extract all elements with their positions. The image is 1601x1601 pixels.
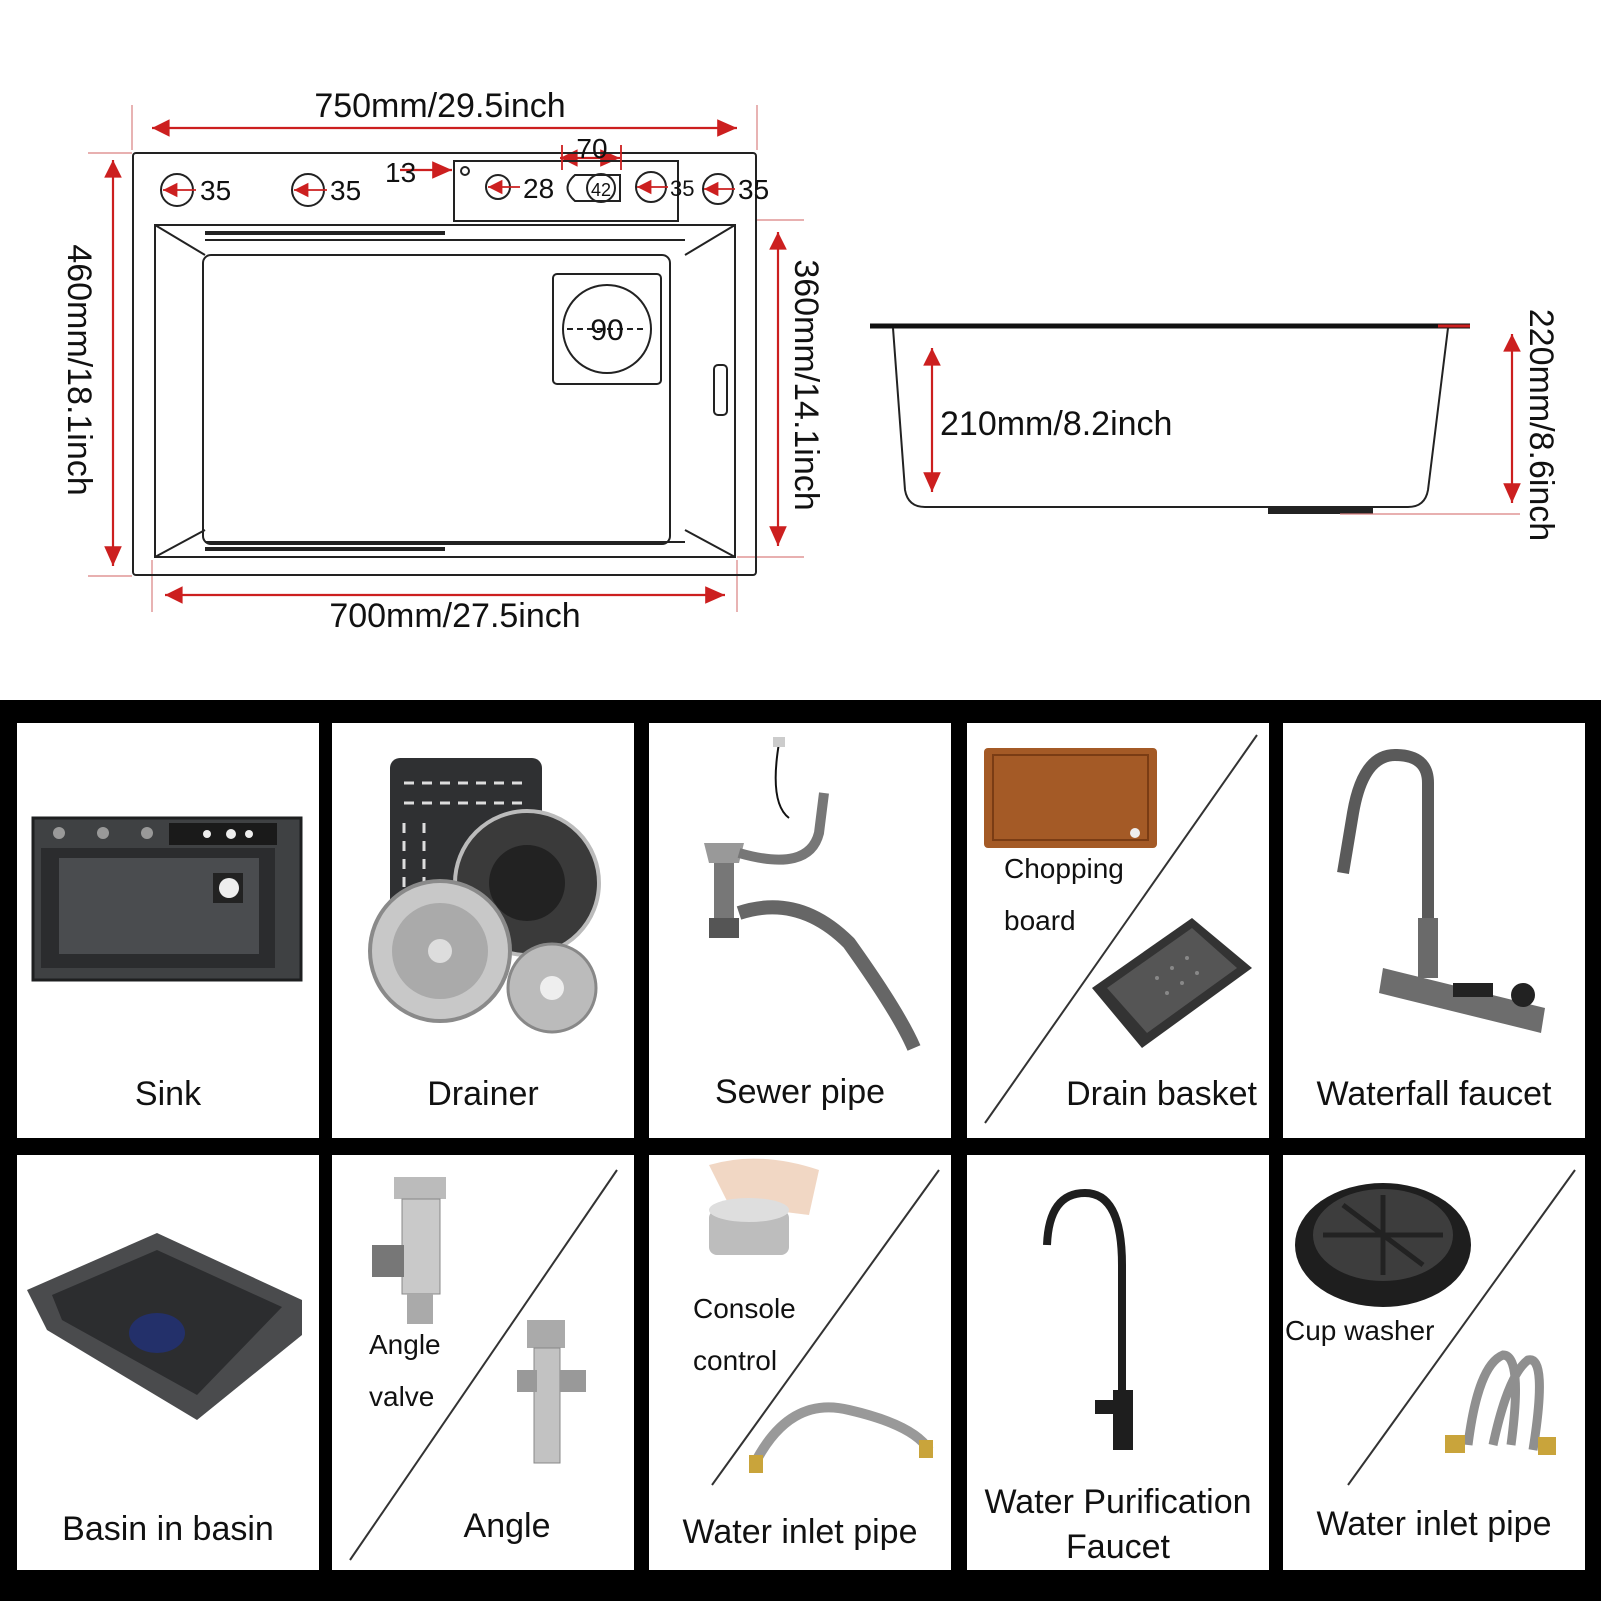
accessory-sink: Sink — [17, 723, 319, 1138]
inner-depth-label: 360mm/14.1inch — [787, 259, 825, 510]
overall-width-label: 750mm/29.5inch — [314, 87, 565, 125]
accessory-angle-valve: Angle valve Angle — [332, 1155, 634, 1570]
accessory-label: Angle — [463, 1507, 551, 1545]
accessory-label: Water inlet pipe — [1316, 1505, 1552, 1543]
console-control-line1: Console — [693, 1293, 796, 1324]
accessory-label: Drainer — [427, 1075, 539, 1113]
chopping-board-line2: board — [1004, 905, 1076, 936]
side-view: 210mm/8.2inch 220mm/8.6inch — [870, 309, 1560, 541]
chopping-board-line1: Chopping — [1004, 853, 1124, 884]
drain-basket-image — [984, 734, 1258, 1124]
angle-valve-line1: Angle — [369, 1329, 441, 1360]
cup-washer-label: Cup washer — [1285, 1315, 1435, 1346]
accessory-drain-basket: Chopping board Drain basket — [967, 723, 1269, 1138]
offset-label: 13 — [385, 157, 416, 188]
accessory-label: Drain basket — [1066, 1075, 1257, 1113]
purification-faucet-image — [1043, 1188, 1133, 1450]
hole-e-label: 35 — [738, 174, 769, 205]
cup-washer-image — [1295, 1169, 1576, 1486]
accessory-water-inlet-pipe: Console control Water inlet pipe — [649, 1155, 951, 1570]
console-control-line2: control — [693, 1345, 778, 1376]
accessory-label: Sink — [134, 1075, 202, 1113]
basin-in-basin-image — [27, 1233, 302, 1420]
slot-hole-label: 42 — [591, 180, 611, 200]
hole-a-label: 35 — [200, 175, 231, 206]
accessory-cup-washer: Cup washer Water inlet pipe — [1283, 1155, 1585, 1570]
angle-valve-line2: valve — [369, 1381, 435, 1412]
overall-depth-label: 460mm/18.1inch — [60, 244, 98, 495]
basin-depth-label: 210mm/8.2inch — [940, 405, 1172, 443]
accessory-drainer: Drainer — [332, 723, 634, 1138]
hole-d-label: 35 — [670, 176, 694, 201]
accessory-label: Water inlet pipe — [682, 1513, 918, 1551]
accessory-label: Basin in basin — [62, 1510, 274, 1548]
accessory-label-line2: Faucet — [1066, 1528, 1170, 1566]
inner-width-label: 700mm/27.5inch — [329, 597, 580, 635]
accessory-label-line1: Water Purification — [984, 1483, 1252, 1521]
drain-hole-label: 90 — [590, 314, 623, 347]
accessory-label: Sewer pipe — [714, 1073, 886, 1111]
total-depth-label: 220mm/8.6inch — [1522, 309, 1560, 541]
accessory-sewer-pipe: Sewer pipe — [649, 723, 951, 1138]
accessory-waterfall-faucet: Waterfall faucet — [1283, 723, 1585, 1138]
sink-image — [31, 816, 303, 982]
dimension-diagram: 750mm/29.5inch 700mm/27.5inch 460mm/18.1… — [60, 87, 1560, 635]
accessories-panel: Sink Drainer Sewer pipe — [0, 700, 1601, 1601]
accessory-basin-in-basin: Basin in basin — [17, 1155, 319, 1570]
angle-valve-image — [349, 1169, 618, 1561]
hole-c-label: 28 — [523, 173, 554, 204]
slot-width-label: 70 — [576, 133, 607, 164]
drainer-image — [368, 758, 601, 1034]
sewer-pipe-image — [704, 737, 921, 1051]
hole-b-label: 35 — [330, 175, 361, 206]
water-inlet-pipe-image — [709, 1158, 940, 1486]
waterfall-faucet-image — [1337, 748, 1545, 1033]
accessory-water-purification-faucet: Water Purification Faucet — [967, 1155, 1269, 1570]
accessory-label: Waterfall faucet — [1316, 1075, 1552, 1113]
